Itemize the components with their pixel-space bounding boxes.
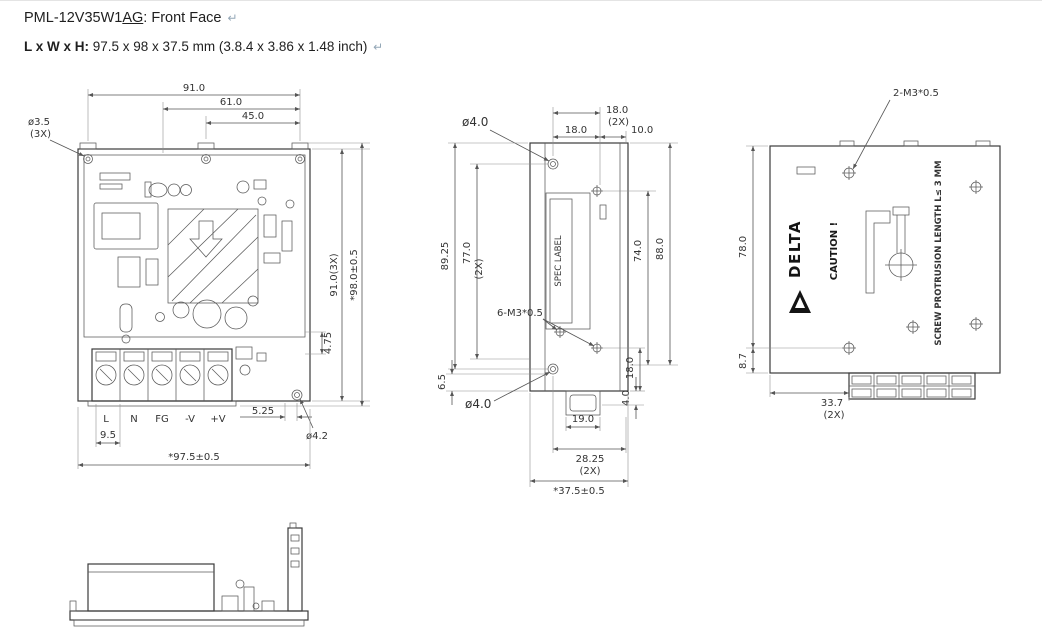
screw-detail xyxy=(865,206,917,294)
dim-8_7-label: 8.7 xyxy=(738,353,749,369)
dim-28_25-label: 28.25 xyxy=(576,454,605,465)
side-view: SPEC LABEL ø4.0 18.0 (2X) 18.0 10.0 89.2… xyxy=(437,105,678,497)
hole-3_5-qty-label: (3X) xyxy=(30,129,51,140)
back-dimensions: 2-M3*0.5 78.0 8.7 33.7 (2X) xyxy=(738,88,939,421)
back-outline xyxy=(769,140,1001,374)
dim-5_25-label: 5.25 xyxy=(252,406,274,417)
page-title: PML-12V35W1AG: Front Face ↵ xyxy=(24,7,383,29)
dim-77-qty-label: (2X) xyxy=(474,258,485,279)
dim-91-label: 91.0 xyxy=(183,83,205,94)
dim-74-label: 74.0 xyxy=(633,240,644,262)
dim-19-label: 19.0 xyxy=(572,414,594,425)
terminal-label-FG: FG xyxy=(155,414,169,425)
hole-4_2-label: ø4.2 xyxy=(306,431,328,442)
side-dimensions: ø4.0 18.0 (2X) 18.0 10.0 89.25 77.0 (2X) xyxy=(437,105,678,497)
front-dimensions: 91.0 61.0 45.0 ø3.5 (3X) 91.0(3X) *98.0±… xyxy=(28,83,370,469)
dim-89_25-label: 89.25 xyxy=(440,242,451,271)
dim-18-right-label: 18.0 xyxy=(625,357,636,379)
dim-18-2x-qty-label: (2X) xyxy=(608,117,629,128)
dim-78-label: 78.0 xyxy=(738,236,749,258)
dim-10-label: 10.0 xyxy=(631,125,653,136)
dim-98-label: *98.0±0.5 xyxy=(349,249,360,301)
dim-77-label: 77.0 xyxy=(462,242,473,264)
dim-18-2x-label: 18.0 xyxy=(606,105,628,116)
brand-text: DELTA xyxy=(786,220,804,278)
size-value: 97.5 x 98 x 37.5 mm (3.8.4 x 3.86 x 1.48… xyxy=(89,39,372,54)
title-suffix: : Front Face xyxy=(143,10,222,26)
dim-33_7-label: 33.7 xyxy=(821,398,843,409)
pcb-components xyxy=(93,172,295,376)
hole-3_5-label: ø3.5 xyxy=(28,117,50,128)
delta-logo: DELTA xyxy=(786,220,811,313)
dim-18-label: 18.0 xyxy=(565,125,587,136)
dim-37_5-label: *37.5±0.5 xyxy=(553,486,605,497)
size-label: L x W x H: xyxy=(24,39,90,54)
dim-6_5-label: 6.5 xyxy=(437,374,448,390)
dim-97_5-label: *97.5±0.5 xyxy=(168,452,220,463)
terminal-label-minusV: -V xyxy=(185,414,195,425)
back-view: DELTA CAUTION ! SCREW PROTRUSION LENGTH … xyxy=(738,88,1001,421)
dim-61-label: 61.0 xyxy=(220,97,242,108)
terminal-label-L: L xyxy=(103,414,109,425)
terminal-label-N: N xyxy=(130,414,137,425)
screw-6m3-label: 6-M3*0.5 xyxy=(497,308,543,319)
dim-33_7-qty-label: (2X) xyxy=(823,410,844,421)
dim-4-label: 4.0 xyxy=(621,390,632,406)
terminal-block xyxy=(91,348,233,402)
front-view: L N FG -V +V 91.0 61.0 45.0 ø3.5 (3X) xyxy=(28,83,370,469)
back-terminal-strip xyxy=(848,372,976,400)
caution-text: CAUTION ! xyxy=(829,222,840,280)
spec-label-text: SPEC LABEL xyxy=(554,235,564,286)
screw-2m3-label: 2-M3*0.5 xyxy=(893,88,939,99)
protrusion-note-text: SCREW PROTRUSION LENGTH L≤ 3 MM xyxy=(934,160,944,345)
bottom-profile-view xyxy=(69,522,309,627)
terminal-labels: L N FG -V +V xyxy=(103,414,226,425)
dim-91-3x-label: 91.0(3X) xyxy=(329,253,340,296)
title-model-prefix: PML-12V35W1 xyxy=(24,10,123,26)
dimensions-line: L x W x H: 97.5 x 98 x 37.5 mm (3.8.4 x … xyxy=(24,36,383,58)
hole-4_0-top-label: ø4.0 xyxy=(462,115,488,129)
paragraph-mark: ↵ xyxy=(373,40,384,54)
dim-28_25-qty-label: (2X) xyxy=(579,466,600,477)
title-model-underlined: AG xyxy=(122,10,144,26)
dim-88-label: 88.0 xyxy=(655,238,666,260)
dim-4_75-label: 4.75 xyxy=(323,332,334,354)
doc-header: PML-12V35W1AG: Front Face ↵ L x W x H: 9… xyxy=(24,7,383,58)
terminal-label-plusV: +V xyxy=(210,414,225,425)
front-chassis-outline xyxy=(77,142,311,407)
hole-4_0-bottom-label: ø4.0 xyxy=(465,397,491,411)
paragraph-mark: ↵ xyxy=(227,11,238,25)
dim-9_5-label: 9.5 xyxy=(100,430,116,441)
dim-45-label: 45.0 xyxy=(242,111,264,122)
